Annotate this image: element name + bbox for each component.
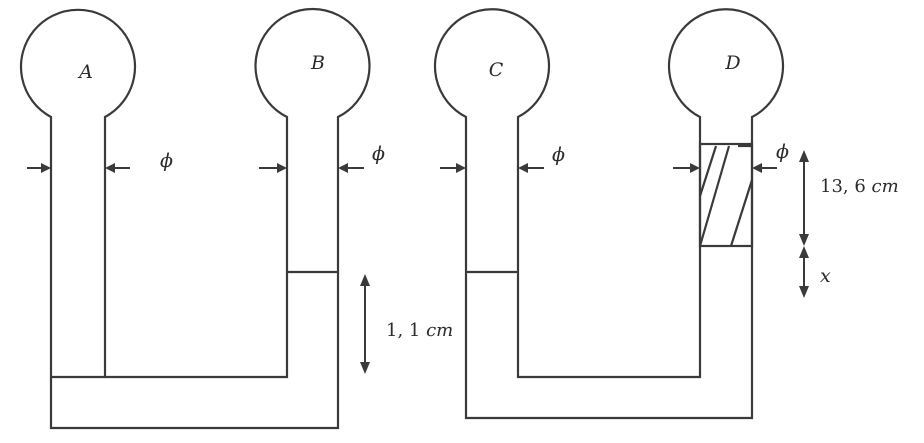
- unknown-height-arrow: [799, 246, 809, 298]
- right-u-tube-outline: [433, 8, 785, 420]
- right-u-tube: C D ϕ ϕ 13, 6 cm: [433, 8, 899, 420]
- bulb-label-d: D: [724, 52, 740, 74]
- bulb-label-a: A: [77, 61, 93, 83]
- column-height-arrow: [799, 150, 809, 246]
- left-u-tube: A B ϕ ϕ 1, 1 cm: [19, 8, 453, 430]
- diameter-label-c: ϕ: [552, 144, 565, 166]
- diameter-arrows-d: [673, 163, 777, 173]
- left-u-tube-outline: [19, 8, 371, 430]
- bulb-label-c: C: [489, 59, 504, 81]
- bulb-label-b: B: [310, 52, 325, 74]
- diameter-arrows-b: [259, 163, 364, 173]
- diameter-label-a: ϕ: [160, 150, 173, 172]
- unknown-height-label: x: [820, 265, 831, 287]
- hatched-liquid-column: [698, 142, 754, 248]
- diameter-arrows-a: [27, 163, 130, 173]
- diameter-label-d: ϕ: [776, 141, 789, 163]
- level-difference-label: 1, 1 cm: [386, 320, 453, 341]
- diameter-arrows-c: [440, 163, 544, 173]
- diameter-label-b: ϕ: [372, 143, 385, 165]
- column-height-label: 13, 6 cm: [820, 176, 899, 197]
- level-difference-arrow: [360, 274, 370, 374]
